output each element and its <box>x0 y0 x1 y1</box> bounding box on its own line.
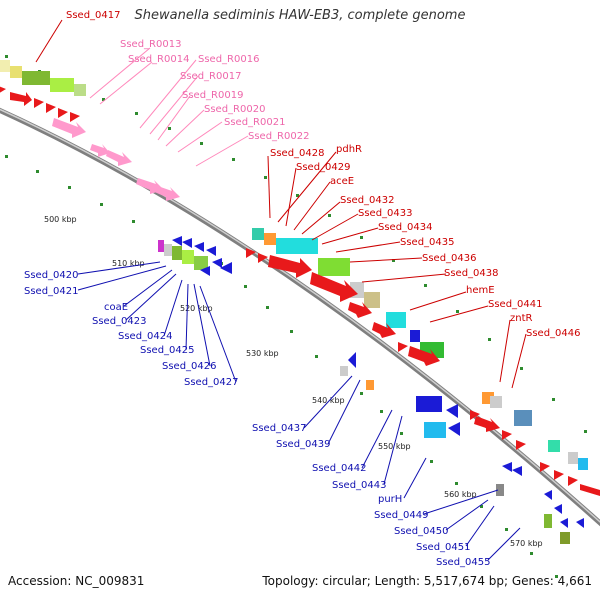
gene-label: purH <box>378 494 402 505</box>
gene-label: pdhR <box>336 144 362 155</box>
gene-label: Ssed_0443 <box>332 480 387 491</box>
kbp-tick-label: 540 kbp <box>312 396 345 405</box>
kbp-tick-label: 530 kbp <box>246 349 279 358</box>
gene-label: Ssed_0420 <box>24 270 79 281</box>
rna-label: Ssed_R0017 <box>180 71 241 82</box>
gene-label: Ssed_0425 <box>140 345 195 356</box>
rna-label: Ssed_R0013 <box>120 39 181 50</box>
gene-label: Ssed_0417 <box>66 10 121 21</box>
accession-text: Accession: NC_009831 <box>8 574 145 588</box>
gene-label: Ssed_0441 <box>488 299 543 310</box>
gene-label: Ssed_0426 <box>162 361 217 372</box>
gene-label: zntR <box>510 313 533 324</box>
gene-labels-top: Ssed_0417 <box>66 10 121 21</box>
rna-label: Ssed_R0021 <box>224 117 285 128</box>
gene-label: Ssed_0433 <box>358 208 413 219</box>
forward-genes-right <box>470 392 600 496</box>
gene-label: Ssed_0427 <box>184 377 239 388</box>
gene-label: Ssed_0442 <box>312 463 367 474</box>
forward-gene-labels: Ssed_0428 pdhR Ssed_0429 aceE Ssed_0432 … <box>270 144 581 339</box>
gene-label: Ssed_0446 <box>526 328 581 339</box>
forward-genes-top-left <box>0 86 80 122</box>
kbp-tick-label: 570 kbp <box>510 539 543 548</box>
rna-label: Ssed_R0019 <box>182 90 243 101</box>
gene-label: Ssed_0449 <box>374 510 429 521</box>
genome-backbone-highlight <box>0 108 600 523</box>
cog-block-track-top-left <box>0 60 86 96</box>
gene-label: Ssed_0439 <box>276 439 331 450</box>
gene-label: Ssed_0423 <box>92 316 147 327</box>
gene-label: Ssed_0451 <box>416 542 471 553</box>
kbp-tick-label: 510 kbp <box>112 259 145 268</box>
cog-block-track-middle <box>252 228 444 358</box>
rna-labels: Ssed_R0013 Ssed_R0014 Ssed_R0016 Ssed_R0… <box>120 39 309 142</box>
gene-label: Ssed_0437 <box>252 423 307 434</box>
gene-label: Ssed_0421 <box>24 286 79 297</box>
gene-label: coaE <box>104 302 128 313</box>
gene-label: Ssed_0428 <box>270 148 325 159</box>
gene-label: aceE <box>330 176 354 187</box>
rna-label: Ssed_R0016 <box>198 54 259 65</box>
gene-label: Ssed_0438 <box>444 268 499 279</box>
gene-label: Ssed_0429 <box>296 162 351 173</box>
kbp-tick-label: 500 kbp <box>44 215 77 224</box>
genome-title: Shewanella sediminis HAW-EB3, complete g… <box>134 8 466 23</box>
inner-dotted-track <box>5 155 558 578</box>
gene-label: Ssed_0424 <box>118 331 173 342</box>
gene-label: Ssed_0450 <box>394 526 449 537</box>
gene-label: Ssed_0432 <box>340 195 395 206</box>
topology-text: Topology: circular; Length: 5,517,674 bp… <box>262 574 592 588</box>
genome-backbone <box>0 107 600 527</box>
label-leader-lines <box>35 19 527 561</box>
rna-label: Ssed_R0022 <box>248 131 309 142</box>
reverse-gene-labels: Ssed_0420 Ssed_0421 coaE Ssed_0423 Ssed_… <box>24 270 491 568</box>
kbp-tick-label: 560 kbp <box>444 490 477 499</box>
gene-label: hemE <box>466 285 495 296</box>
cog-block-track-left-cluster <box>158 240 208 270</box>
gene-label: Ssed_0455 <box>436 557 491 568</box>
gene-label: Ssed_0436 <box>422 253 477 264</box>
kbp-tick-label: 520 kbp <box>180 304 213 313</box>
reverse-genes-inner <box>340 352 584 544</box>
rna-label: Ssed_R0020 <box>204 104 265 115</box>
rna-genes <box>52 118 180 201</box>
gene-label: Ssed_0434 <box>378 222 433 233</box>
forward-genes-middle <box>246 248 440 366</box>
reverse-genes-left-cluster <box>172 236 232 276</box>
gene-label: Ssed_0435 <box>400 237 455 248</box>
rna-label: Ssed_R0014 <box>128 54 189 65</box>
